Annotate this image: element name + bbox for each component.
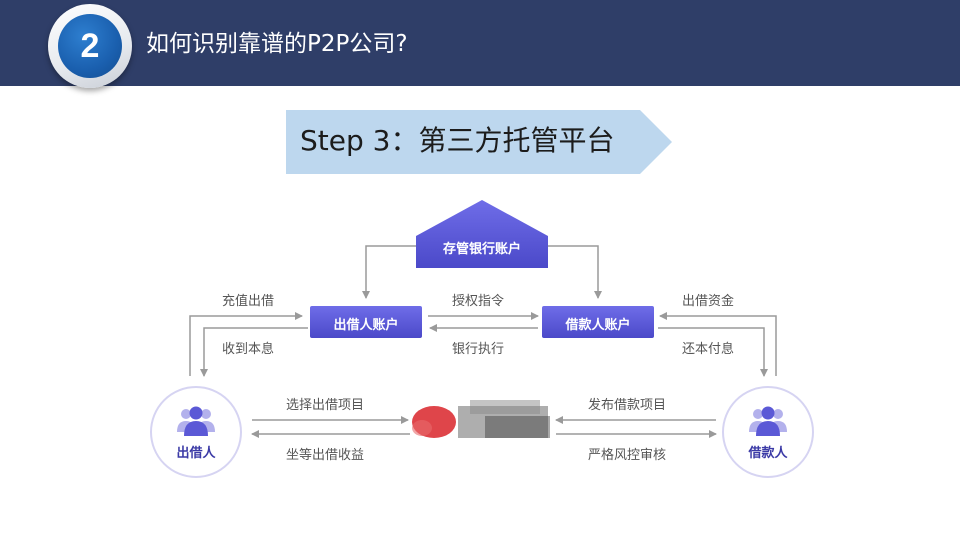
borrower-node: 借款人 — [722, 386, 814, 478]
label-receive: 收到本息 — [222, 342, 275, 357]
step-banner: Step 3：第三方托管平台 — [286, 110, 672, 174]
lender-account-label: 出借人账户 — [333, 318, 399, 333]
lender-node: 出借人 — [150, 386, 242, 478]
label-repay: 还本付息 — [682, 342, 735, 357]
borrower-account-shape — [542, 306, 654, 338]
label-authorize: 授权指令 — [452, 294, 505, 309]
step-banner-shape — [286, 110, 672, 174]
label-publish-project: 发布借款项目 — [588, 398, 667, 413]
header-bar: 2 如何识别靠谱的P2P公司? — [0, 0, 960, 88]
diagram-arrows — [189, 200, 777, 438]
page-title: 如何识别靠谱的P2P公司? — [146, 31, 408, 57]
people-icon — [177, 406, 215, 436]
bank-account-label: 存管银行账户 — [442, 242, 521, 257]
label-bank-execute: 银行执行 — [452, 342, 505, 357]
label-risk-control: 严格风控审核 — [588, 448, 667, 463]
arrow-bank-to-lender — [362, 245, 416, 299]
section-number-badge: 2 — [48, 4, 132, 88]
arrow-recharge — [189, 312, 303, 376]
arrow-lend-funds — [659, 312, 777, 376]
arrow-repay — [658, 327, 768, 377]
step-title: Step 3：第三方托管平台 — [300, 124, 615, 157]
lender-account-shape — [310, 306, 422, 338]
section-number: 2 — [58, 14, 122, 78]
people-icon — [749, 406, 787, 436]
bank-account-shape — [416, 200, 548, 268]
borrower-account-label: 借款人账户 — [565, 318, 631, 333]
label-select-project: 选择出借项目 — [286, 398, 365, 413]
label-recharge: 充值出借 — [222, 294, 275, 309]
arrow-bank-to-borrower — [548, 245, 602, 299]
lender-label: 出借人 — [176, 446, 216, 461]
borrower-label: 借款人 — [748, 446, 788, 461]
obscured-center-graphic — [412, 400, 550, 438]
fund-flow-diagram: 存管银行账户 出借人账户 借款人账户 充值出借 收到本息 授权指令 银行执行 出… — [140, 190, 830, 490]
arrow-receive — [200, 327, 308, 377]
label-wait-income: 坐等出借收益 — [286, 448, 365, 463]
label-lend-funds: 出借资金 — [682, 294, 735, 309]
